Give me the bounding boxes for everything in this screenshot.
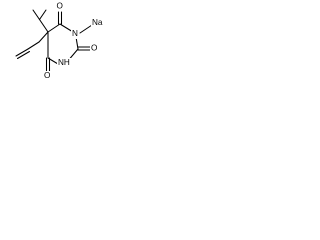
sodium-label: Na [92,18,103,27]
allyl-terminal-double-bond-line-1 [15,48,29,57]
top-oxygen-label-background [55,1,65,12]
bottom-carbonyl-oxygen-label: O [44,71,50,80]
isopropyl-bond-left [32,9,41,21]
top-carbonyl-oxygen-label: O [57,2,63,11]
right-carbonyl-oxygen-label: O [91,44,97,53]
bottom-oxygen-label-background [43,71,52,81]
isopropyl-to-quaternary-carbon-bond [38,18,49,33]
allyl-terminal-double-bond-line-2 [16,50,31,60]
ring-nh-label: NH [58,58,70,67]
ring-nh-label-background [57,58,72,68]
ring-bond-c5-c6 [47,23,61,33]
right-oxygen-label-background [90,43,99,53]
barbiturate-sodium-structure: O N Na O NH O [15,1,107,81]
atom-labels: O N Na O NH O [43,1,107,81]
nitrogen-sodium-bond [79,24,93,34]
allyl-ch-bond [27,41,40,50]
isopropyl-bond-right [38,9,47,21]
ring-nitrogen-sodium-label: N [72,29,78,38]
skeletal-bonds [15,9,93,72]
ring-nitrogen-label-background [71,29,79,39]
ring-bond-c6-n1 [59,23,74,33]
allyl-ch2-bond [38,31,49,43]
sodium-label-background [91,18,107,28]
